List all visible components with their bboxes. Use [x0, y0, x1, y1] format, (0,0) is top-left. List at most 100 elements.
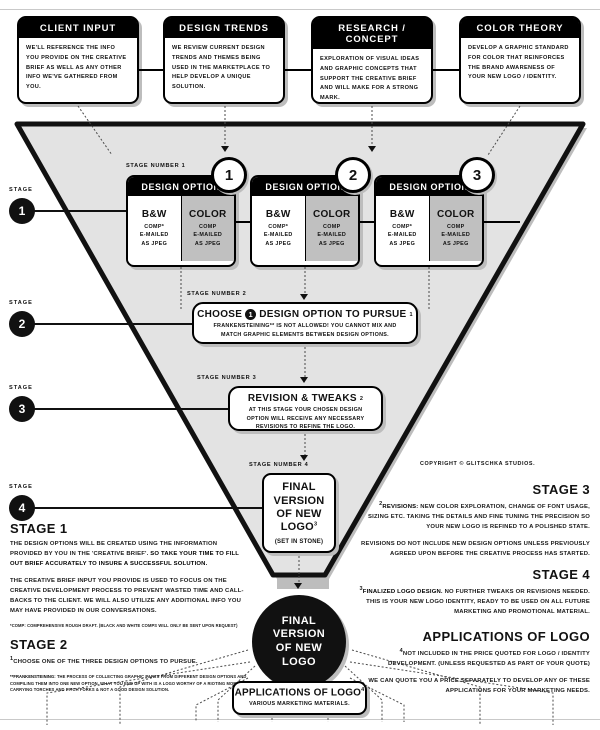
stage-marker-number: 2 — [9, 311, 35, 337]
arrow-into-stage-3 — [300, 377, 308, 383]
stage-4-footnote-ref: 3 — [359, 586, 363, 593]
stage-marker-label: STAGE — [9, 300, 33, 306]
arrow-into-stage-2 — [300, 294, 308, 300]
final-box-note: (SET IN STONE) — [274, 538, 324, 545]
applications-fan-lines — [195, 665, 405, 722]
revision-box-title-text: REVISION & TWEAKS — [247, 393, 357, 404]
design-option-header: DESIGN OPTION — [128, 177, 234, 196]
design-option-badge-2: 2 — [335, 157, 371, 193]
stage-2-paragraph-1: 1CHOOSE ONE OF THE THREE DESIGN OPTIONS … — [10, 655, 250, 667]
stage-marker-number: 4 — [9, 495, 35, 521]
applications-box-subtitle: VARIOUS MARKETING MATERIALS. — [249, 701, 350, 708]
stage-marker-rule — [34, 507, 264, 509]
revision-box-body: AT THIS STAGE YOUR CHOSEN DESIGN OPTION … — [246, 407, 365, 431]
revision-box-footnote-ref: 2 — [359, 395, 364, 402]
stage-number-2-label: STAGE NUMBER 2 — [187, 291, 247, 297]
applications-footnote-ref: 4 — [399, 648, 403, 655]
stage-marker-number: 1 — [9, 198, 35, 224]
stage-4-label: FINALIZED LOGO DESIGN. — [362, 589, 443, 596]
top-box-title: COLOR THEORY — [461, 18, 579, 38]
arrow-into-final-circle — [294, 583, 302, 589]
bw-title: B&W — [389, 208, 415, 220]
stage-3-label: REVISIONS: — [382, 503, 419, 510]
stage-number-3-label: STAGE NUMBER 3 — [197, 375, 257, 381]
stage-marker-rule — [34, 210, 139, 212]
arrow-into-option-1 — [221, 146, 229, 152]
top-box-color-theory[interactable]: COLOR THEORY DEVELOP A GRAPHIC STANDARD … — [459, 16, 581, 104]
stage-4-paragraph-1: 3FINALIZED LOGO DESIGN. NO FURTHER TWEAK… — [358, 585, 590, 617]
arrow-into-option-3 — [368, 146, 376, 152]
applications-outer-fan-lines — [46, 649, 554, 725]
stage-marker-rule — [34, 408, 229, 410]
top-box-body: WE REVIEW CURRENT DESIGN TRENDS AND THEM… — [172, 45, 271, 91]
stage-1-p1-emphasis: SO TAKE YOUR TIME TO FILL OUT BRIEF ACCU… — [10, 551, 239, 568]
top-box-research-concept[interactable]: RESEARCH / CONCEPT EXPLORATION OF VISUAL… — [311, 16, 433, 104]
stage-1-p1-normal: THE DESIGN OPTIONS WILL BE CREATED USING… — [10, 541, 218, 558]
top-box-title: RESEARCH / CONCEPT — [313, 18, 431, 49]
stage-marker-label: STAGE — [9, 385, 33, 391]
stage-1-paragraph-1: THE DESIGN OPTIONS WILL BE CREATED USING… — [10, 539, 250, 569]
applications-heading: APPLICATIONS OF LOGO — [358, 629, 590, 644]
stage-2-p1-text: CHOOSE ONE OF THE THREE DESIGN OPTIONS T… — [13, 658, 198, 665]
applications-p1-text: NOT INCLUDED IN THE PRICE QUOTED FOR LOG… — [388, 651, 590, 668]
top-box-connector-3 — [433, 69, 459, 71]
top-box-design-trends[interactable]: DESIGN TRENDS WE REVIEW CURRENT DESIGN T… — [163, 16, 285, 104]
option-connector-3-right — [484, 221, 520, 223]
bw-title: B&W — [141, 208, 167, 220]
top-box-connector-1 — [139, 69, 163, 71]
comp-footnote: *COMP: COMPREHENSIVE ROUGH DRAFT. (BLACK… — [10, 623, 238, 629]
left-explanation-block: STAGE 1 THE DESIGN OPTIONS WILL BE CREAT… — [10, 521, 250, 701]
stage4-drop-line — [298, 556, 300, 584]
final-box-text: FINAL VERSION OF NEW LOGO3 — [274, 481, 325, 535]
top-box-body: WE'LL REFERENCE THE INFO YOU PROVIDE ON … — [26, 45, 127, 91]
applications-box-title: APPLICATIONS OF LOGO4 — [234, 687, 365, 698]
choose-box-body: FRANKENSTEINING** IS NOT ALLOWED! YOU CA… — [213, 323, 397, 338]
top-box-client-input[interactable]: CLIENT INPUT WE'LL REFERENCE THE INFO YO… — [17, 16, 139, 104]
stage-3-p1-text: NEW COLOR EXPLORATION, CHANGE OF FONT US… — [368, 503, 590, 531]
final-box-line-2: VERSION — [273, 494, 325, 507]
top-box-body: DEVELOP A GRAPHIC STANDARD FOR COLOR THA… — [468, 45, 569, 81]
frankensteining-label: **FRANKENSTEINING: — [10, 673, 56, 679]
stage-2-footnote-ref: 1 — [10, 655, 14, 662]
top-box-connector-2 — [285, 69, 311, 71]
final-version-box[interactable]: FINAL VERSION OF NEW LOGO3 (SET IN STONE… — [262, 473, 336, 553]
color-title: COLOR — [436, 208, 475, 220]
color-title: COLOR — [312, 208, 351, 220]
stage-marker-label: STAGE — [9, 484, 33, 490]
design-option-badge-1: 1 — [211, 157, 247, 193]
final-box-footnote-ref: 3 — [313, 521, 318, 528]
applications-heading-text: APPLICATIONS OF LOGO — [422, 629, 590, 645]
final-box-line-3: OF NEW — [276, 508, 322, 520]
final-version-circle[interactable]: FINAL VERSION OF NEW LOGO — [252, 595, 346, 689]
stage2-drop-line — [304, 347, 306, 377]
stage-marker-number: 3 — [9, 396, 35, 422]
stage-3-heading: STAGE 3 — [532, 482, 590, 497]
choose-box-footnote-ref: 1 — [409, 311, 413, 318]
applications-of-logo-box[interactable]: APPLICATIONS OF LOGO4 VARIOUS MARKETING … — [232, 681, 367, 715]
applications-box-footnote-ref: 4 — [361, 687, 365, 693]
stage-2-heading: STAGE 2 — [10, 636, 68, 652]
page-rule-top — [0, 9, 600, 10]
design-option-header: DESIGN OPTION — [252, 177, 358, 196]
option-connector-1-2 — [236, 221, 250, 223]
stage-number-4-label: STAGE NUMBER 4 — [249, 462, 309, 468]
